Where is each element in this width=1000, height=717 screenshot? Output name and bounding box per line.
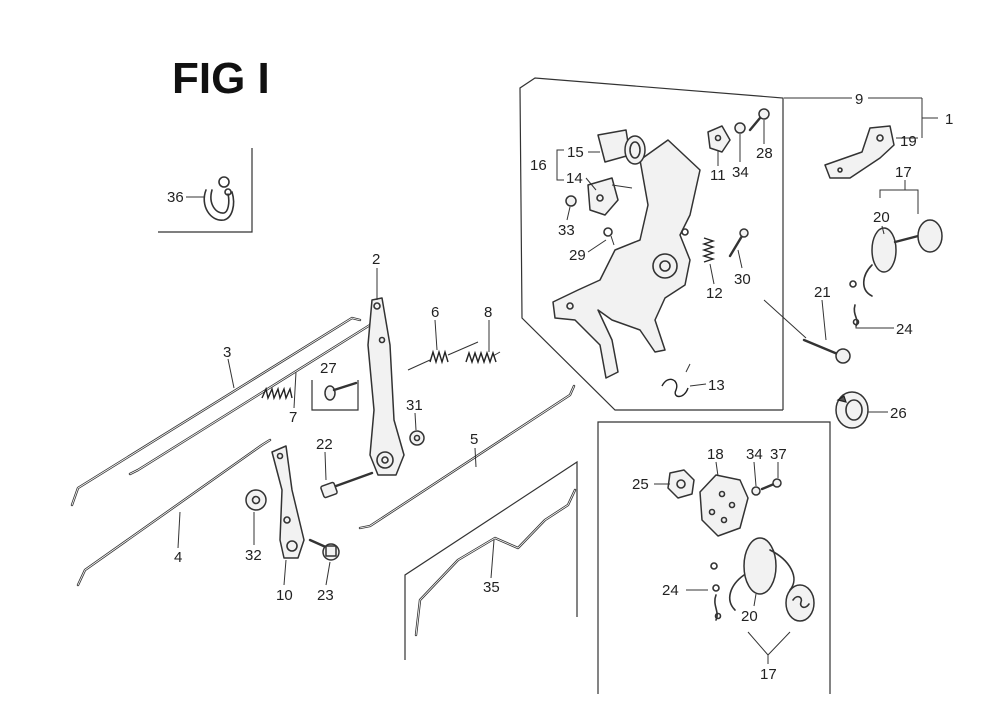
callout-37: 37: [770, 446, 787, 463]
leader-lines: [177, 97, 938, 664]
figure-title: FIG I: [172, 54, 270, 103]
callout-24-lower: 24: [662, 582, 679, 599]
part-36-clip: [203, 176, 235, 221]
part-11-bracket: [707, 125, 731, 153]
part-3-rod: [70, 316, 362, 507]
callout-21: 21: [814, 284, 831, 301]
part-29-screw: [603, 227, 615, 246]
callout-labels: 1 2 3 4 5 6 7 8 9 10 11 12 13 14 15 16 1…: [167, 91, 953, 683]
callout-25: 25: [632, 476, 649, 493]
callout-12: 12: [706, 285, 723, 302]
main-assembly-frame: [519, 77, 784, 411]
callout-34-lower: 34: [746, 446, 763, 463]
callout-26: 26: [890, 405, 907, 422]
part-2-governor-arm: [367, 297, 405, 476]
callout-3: 3: [223, 344, 231, 361]
part-19-lever: [824, 125, 895, 179]
part-21-bolt: [802, 338, 851, 364]
part-9-control-base: [552, 139, 701, 379]
part-25-nut: [667, 469, 695, 499]
part-27-bolt: [324, 381, 358, 401]
callout-28: 28: [756, 145, 773, 162]
part-22-bolt: [320, 471, 374, 499]
part-5-rod: [358, 384, 576, 530]
callout-17-upper: 17: [895, 164, 912, 181]
callout-23: 23: [317, 587, 334, 604]
part-12-spring: [701, 237, 716, 263]
callout-34-upper: 34: [732, 164, 749, 181]
callout-11: 11: [710, 167, 726, 184]
callout-36: 36: [167, 189, 184, 206]
callout-24-upper: 24: [896, 321, 913, 338]
callout-10: 10: [276, 587, 293, 604]
callout-20-upper: 20: [873, 209, 890, 226]
part-7-rod: [128, 318, 374, 476]
callout-13: 13: [708, 377, 725, 394]
callout-8: 8: [484, 304, 492, 321]
part-34-washer-lower: [751, 486, 761, 496]
part-4-rod: [76, 438, 272, 587]
callout-5: 5: [470, 431, 478, 448]
inset-frame-36: [158, 148, 253, 233]
callout-17-lower: 17: [760, 666, 777, 683]
callout-1: 1: [945, 111, 953, 128]
switch-assembly-frame: [597, 421, 831, 694]
part-31-nut: [409, 430, 425, 446]
callout-20-lower: 20: [741, 608, 758, 625]
callout-29: 29: [569, 247, 586, 264]
part-28-screw: [748, 108, 770, 132]
callout-2: 2: [372, 251, 380, 268]
part-34-washer-upper: [734, 122, 746, 134]
part-35-rod: [414, 488, 577, 637]
part-14-lever: [587, 177, 633, 216]
part-6-spring: [407, 341, 479, 371]
callout-35: 35: [483, 579, 500, 596]
part-8-spring: [465, 350, 501, 365]
callout-31: 31: [406, 397, 423, 414]
part-37-screw: [760, 478, 782, 491]
inset-frame-27: [311, 380, 359, 411]
callout-4: 4: [174, 549, 182, 566]
callout-9: 9: [855, 91, 863, 108]
callout-14: 14: [566, 170, 583, 187]
part-33-washer: [565, 195, 577, 207]
part-20-stop-switch-lower: [728, 537, 815, 622]
callout-15: 15: [567, 144, 584, 161]
part-30-screw: [728, 228, 749, 258]
callout-19: 19: [900, 133, 917, 150]
part-10-lever: [271, 445, 305, 559]
rod-35-frame: [404, 460, 578, 660]
callout-27: 27: [320, 360, 337, 377]
callout-7: 7: [289, 409, 297, 426]
part-15-knob: [597, 129, 646, 165]
part-24-terminal-lower: [710, 562, 722, 621]
part-32-washer: [245, 489, 267, 511]
callout-30: 30: [734, 271, 751, 288]
part-18-switch-plate: [699, 474, 749, 537]
part-20-stop-switch-upper: [862, 219, 943, 297]
callout-33: 33: [558, 222, 575, 239]
callout-32: 32: [245, 547, 262, 564]
callout-6: 6: [431, 304, 439, 321]
callout-18: 18: [707, 446, 724, 463]
callout-22: 22: [316, 436, 333, 453]
part-23-bolt: [308, 538, 340, 561]
part-26-collar: [835, 391, 869, 429]
part-24-terminal-upper: [849, 280, 860, 327]
part-13-spring: [661, 363, 691, 398]
callout-16: 16: [530, 157, 547, 174]
